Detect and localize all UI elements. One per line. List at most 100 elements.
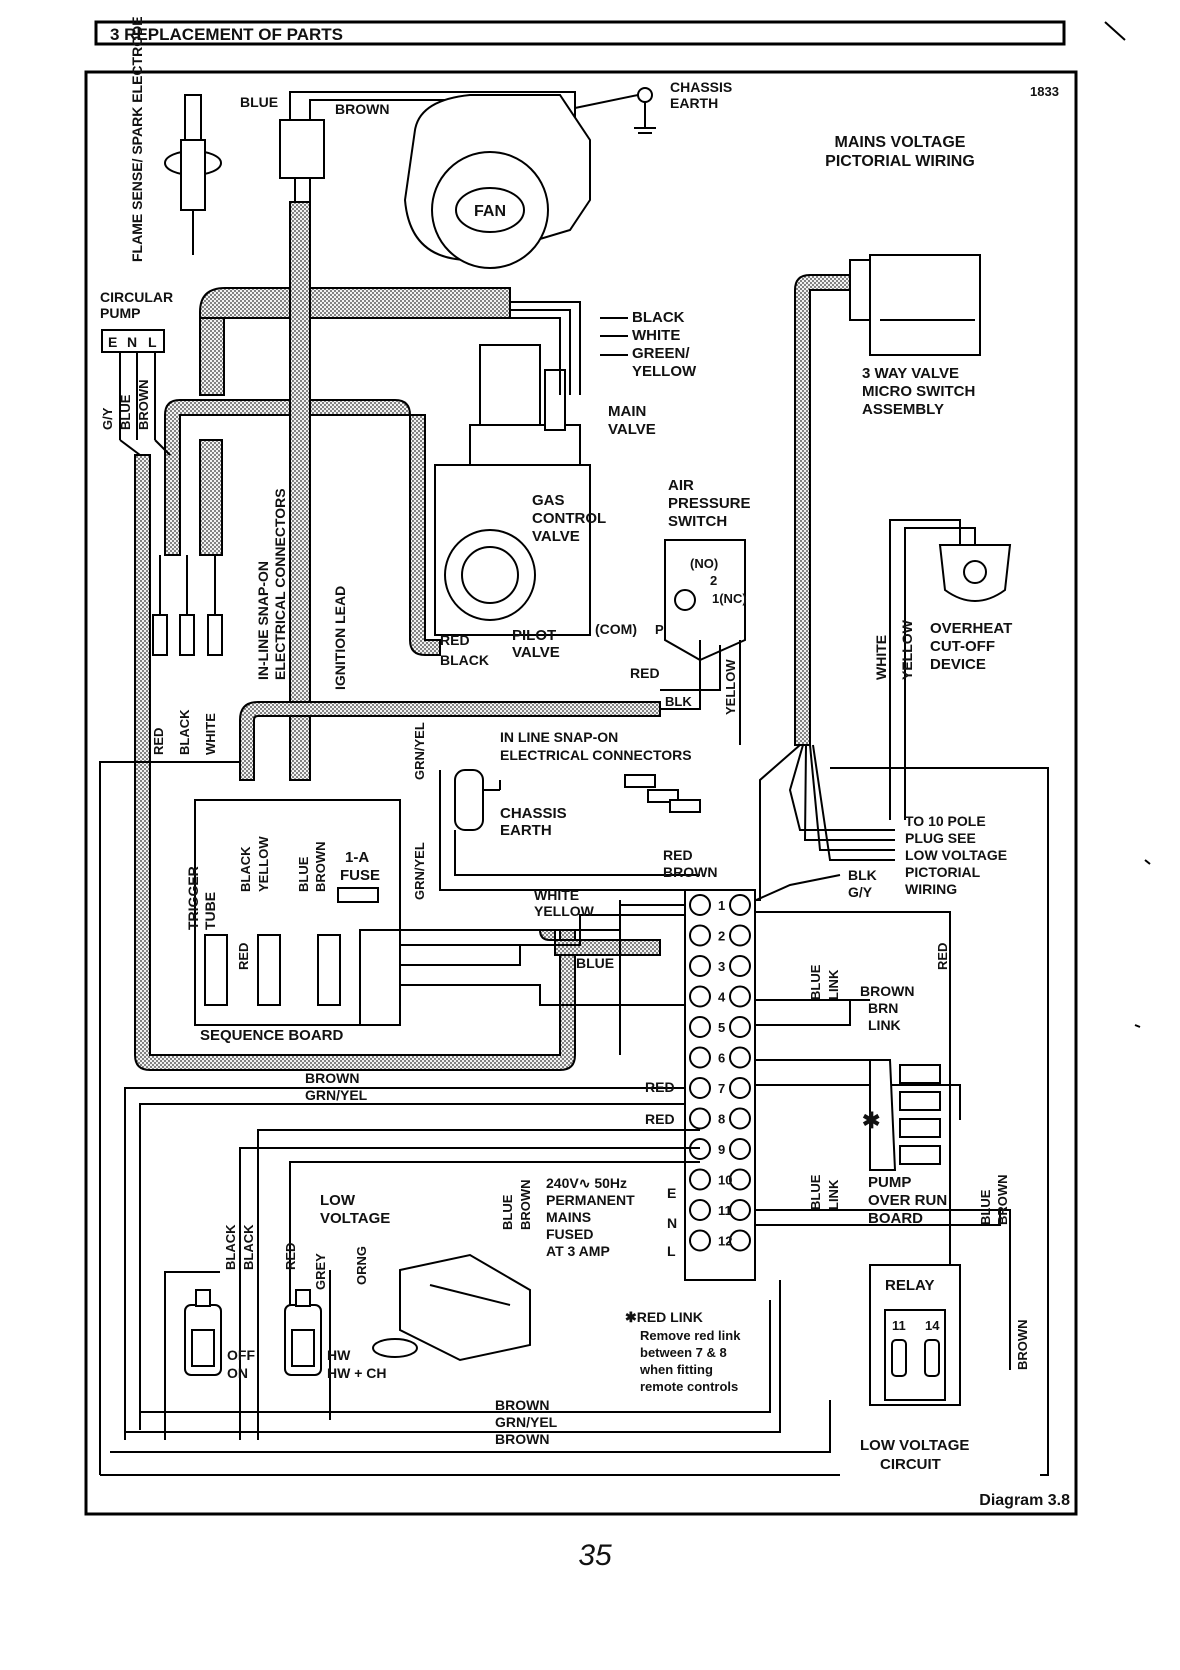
trigger-tube-1: TRIGGER [185, 866, 201, 930]
overheat-wires [889, 519, 976, 820]
terminal-number: 1 [718, 898, 725, 913]
terminal-2: 2 [689, 924, 751, 947]
terminal-screw [729, 955, 751, 977]
inline-connectors-mid [624, 774, 701, 813]
wire-label-brown-mains: BROWN [518, 1179, 533, 1230]
pump-wires [119, 352, 171, 456]
pilot-valve-label-1: PILOT [512, 627, 556, 644]
ignition-lead-label: IGNITION LEAD [332, 586, 348, 690]
svg-text:N: N [127, 334, 137, 350]
wire-label-grey-lv: GREY [313, 1253, 328, 1290]
overheat-label-1: OVERHEAT [930, 620, 1012, 637]
hw-ch-label: HW + CH [327, 1365, 387, 1381]
terminal-10: 10 [689, 1168, 751, 1191]
wire-label-blue-top: BLUE [240, 94, 278, 110]
terminal-screw [729, 1107, 751, 1130]
wire-label-white-mid: WHITE [534, 887, 579, 903]
mains-1: 240V∿ 50Hz [546, 1175, 627, 1191]
terminal-screw [689, 1168, 711, 1191]
aps-label-2: PRESSURE [668, 495, 751, 512]
off-label: OFF [227, 1347, 255, 1363]
three-way-valve-3: ASSEMBLY [862, 401, 944, 418]
terminal-screw [729, 894, 751, 916]
aps-wires [660, 640, 741, 745]
diagram-id: 1833 [1030, 84, 1059, 99]
wire-label-blue-sb: BLUE [296, 856, 311, 892]
wire-label-red-right: RED [935, 943, 950, 970]
wire-label-blk-right: BLK [848, 867, 877, 883]
terminal-screw [689, 894, 711, 916]
aps-com: (COM) [595, 621, 637, 637]
three-way-valve-switch [849, 254, 981, 356]
low-voltage-label-2: VOLTAGE [320, 1210, 390, 1227]
terminal-number: 8 [718, 1112, 725, 1127]
wire-label-red-sb: RED [236, 943, 251, 970]
gas-control-label-2: CONTROL [532, 510, 606, 527]
three-way-valve-1: 3 WAY VALVE [862, 365, 959, 382]
to-10-pole-4: PICTORIAL [905, 864, 981, 880]
terminal-number: 6 [718, 1051, 725, 1066]
wire-label-white-mv: WHITE [632, 327, 680, 344]
page-number: 35 [578, 1539, 612, 1572]
wire-label-red-8: RED [645, 1111, 675, 1127]
wire-label-yellow-sb: YELLOW [256, 836, 271, 892]
three-way-valve-2: MICRO SWITCH [862, 383, 975, 400]
pump-overrun-3: BOARD [868, 1210, 923, 1227]
relay [869, 1264, 961, 1406]
terminal-number: 5 [718, 1020, 725, 1035]
wire-label-white-oh: WHITE [873, 635, 889, 680]
terminal-number: 7 [718, 1081, 725, 1096]
wire-label-link-b: LINK [826, 1179, 841, 1210]
wire-label-brown-b2: BROWN [495, 1431, 549, 1447]
hw-label: HW [327, 1347, 351, 1363]
wire-label-black-sb: BLACK [238, 846, 253, 892]
aps-no: (NO) [690, 556, 718, 571]
inline-conn-horiz-1: IN LINE SNAP-ON [500, 729, 618, 745]
wire-label-brown-low: BROWN [305, 1070, 359, 1086]
wire-label-red-left: RED [151, 728, 166, 755]
low-voltage-circuit-2: CIRCUIT [880, 1456, 941, 1473]
wire-label-grnyel-a: GRN/YEL [412, 722, 427, 780]
chassis-earth-top-1: CHASSIS [670, 79, 732, 95]
terminal-12: 12 [689, 1229, 751, 1252]
wire-label-blue-mid: BLUE [576, 955, 614, 971]
terminal-screw [729, 1077, 751, 1099]
chassis-earth-top-2: EARTH [670, 95, 718, 111]
wire-label-link-1: LINK [826, 969, 841, 1000]
to-10-pole-2: PLUG SEE [905, 830, 976, 846]
low-voltage-transformer [372, 1253, 531, 1362]
terminal-1: 1 [689, 894, 751, 916]
wire-label-orng-lv: ORNG [354, 1246, 369, 1285]
wire-label-blue-mains: BLUE [500, 1194, 515, 1230]
aps-label-3: SWITCH [668, 513, 727, 530]
wire-label-brown-right: BROWN [860, 983, 914, 999]
wire-label-blue-pob: BLUE [978, 1189, 993, 1225]
mains-3: MAINS [546, 1209, 591, 1225]
overheat-label-2: CUT-OFF [930, 638, 995, 655]
overheat-cutoff [938, 544, 1012, 602]
flame-sense-electrode [164, 94, 222, 255]
chassis-earth-mid-2: EARTH [500, 822, 552, 839]
terminal-number: 12 [718, 1234, 732, 1249]
relay-terminal-11: 11 [892, 1318, 906, 1333]
lower-bus-wires [124, 1087, 700, 1440]
sequence-board-wires [400, 770, 700, 1055]
terminal-11: 11 [689, 1199, 751, 1221]
wire-label-brown-pump: BROWN [136, 379, 151, 430]
wire-label-black-lv2: BLACK [241, 1224, 256, 1270]
page-header: 3 REPLACEMENT OF PARTS [94, 20, 1066, 46]
diagram-frame [84, 70, 1078, 1516]
asterisk-marker: ✱ [862, 1108, 880, 1133]
aps-nc: 1(NC) [712, 591, 747, 606]
wire-label-red-pilot: RED [440, 632, 470, 648]
wire-label-brown-mid: BROWN [663, 864, 717, 880]
wire-label-brown-pob: BROWN [995, 1174, 1010, 1225]
margin-mark-2 [1134, 1024, 1141, 1028]
terminal-screw [689, 1077, 711, 1099]
circular-pump-label-1: CIRCULAR [100, 289, 173, 305]
pump-overrun-2: OVER RUN [868, 1192, 947, 1209]
fuse-label-1: 1-A [345, 849, 369, 866]
diagram-title-line2: PICTORIAL WIRING [825, 153, 975, 170]
terminal-screw [729, 1046, 751, 1069]
